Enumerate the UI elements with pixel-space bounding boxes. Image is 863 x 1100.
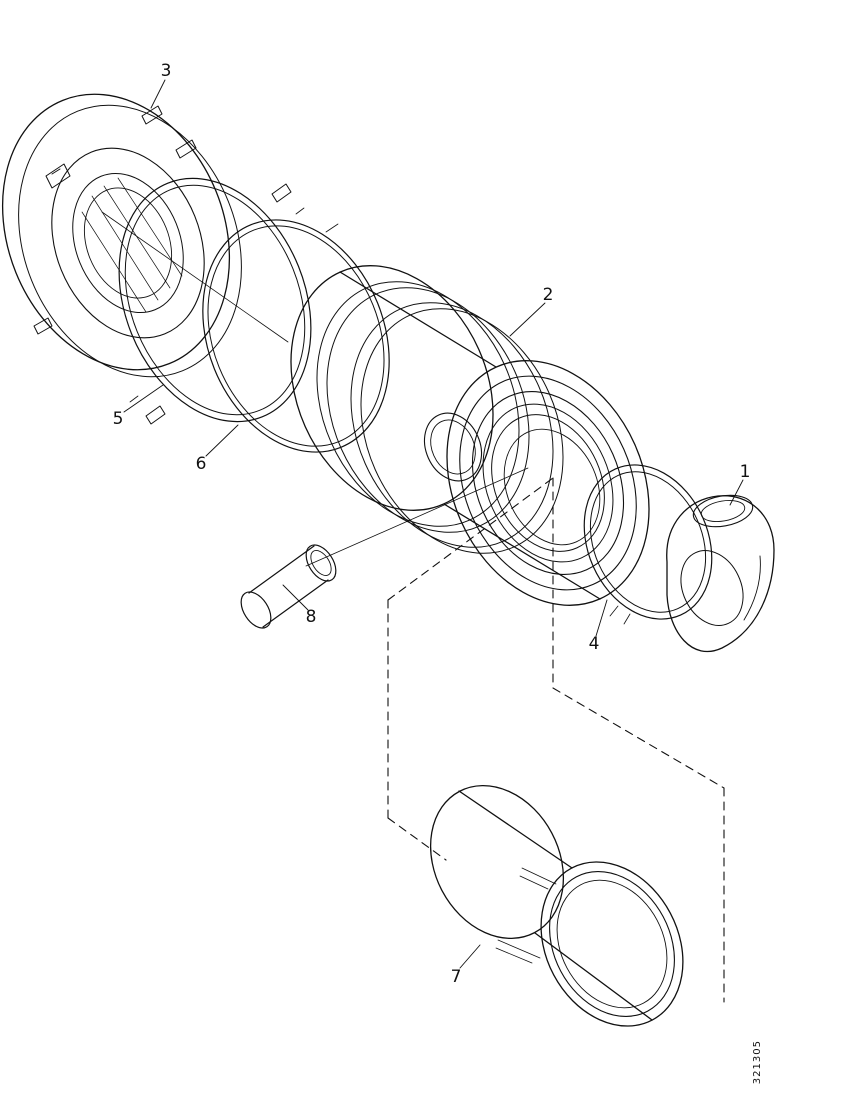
end-cover-drawing bbox=[1, 93, 242, 378]
clamp-band-drawing bbox=[118, 177, 312, 425]
callout-1: 1 bbox=[739, 462, 751, 482]
outlet-elbow-drawing bbox=[666, 494, 775, 653]
callout-4: 4 bbox=[588, 634, 600, 654]
figure-code: 321305 bbox=[752, 1040, 763, 1085]
callout-6: 6 bbox=[195, 454, 207, 474]
drain-tube-drawing bbox=[240, 544, 337, 629]
leader-lines bbox=[101, 79, 744, 969]
callout-2: 2 bbox=[542, 285, 554, 305]
cover-hatch-lines bbox=[81, 177, 183, 313]
filter-element-drawing bbox=[429, 784, 684, 1027]
seal-ring-drawing bbox=[202, 219, 390, 453]
filter-label-marks bbox=[495, 867, 557, 964]
projection-dashed-lines bbox=[387, 477, 725, 1003]
housing-body-drawing bbox=[290, 265, 650, 606]
cover-brackets bbox=[33, 105, 197, 335]
callout-5: 5 bbox=[112, 409, 124, 429]
callout-3: 3 bbox=[160, 61, 172, 81]
callout-8: 8 bbox=[305, 607, 317, 627]
callout-7: 7 bbox=[450, 967, 462, 987]
